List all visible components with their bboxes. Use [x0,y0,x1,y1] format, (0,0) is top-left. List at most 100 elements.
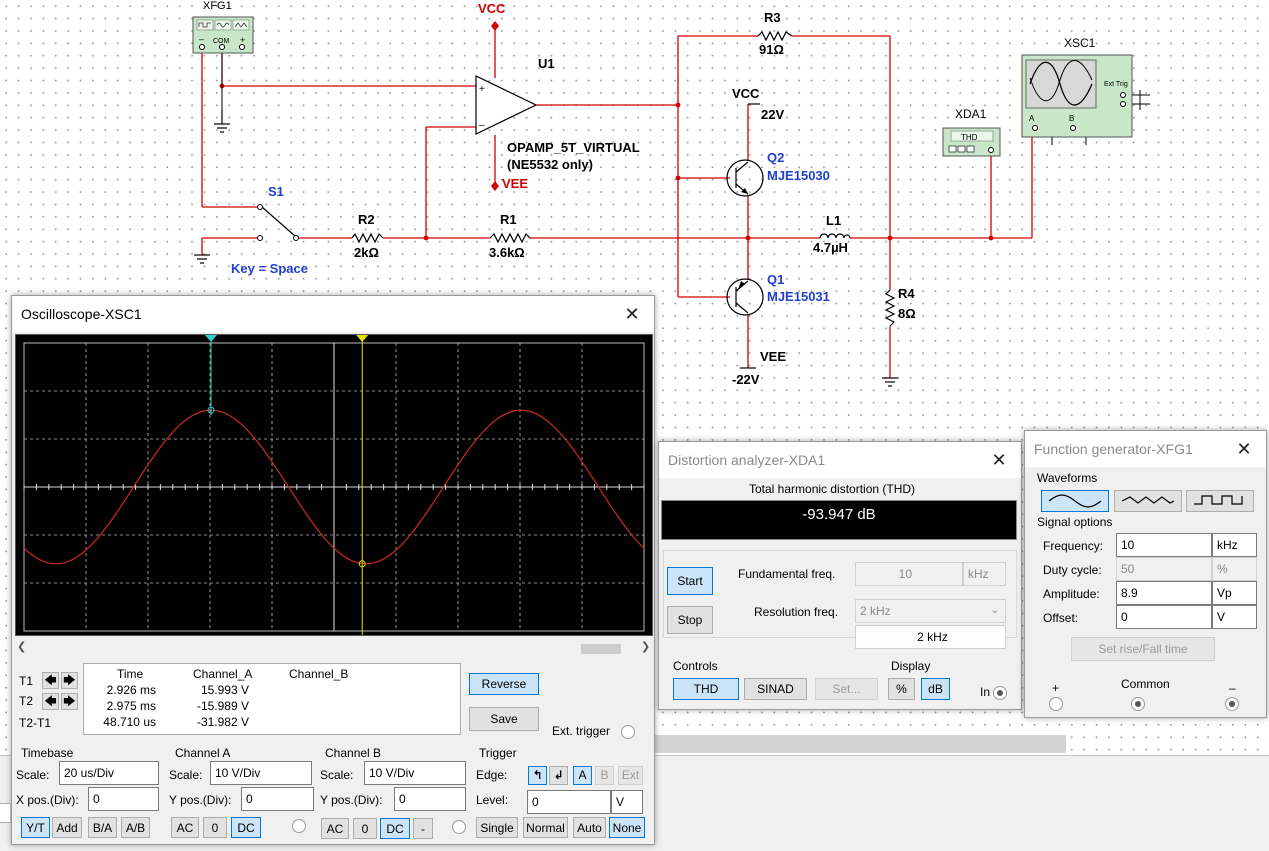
trigger-source-b-button[interactable]: B [595,766,614,785]
trigger-none-button[interactable]: None [609,817,645,838]
save-button[interactable]: Save [469,707,539,731]
u1-label: U1 [538,56,555,71]
set-button[interactable]: Set... [815,678,878,700]
t1-left-arrow-icon[interactable]: 🡄 [42,672,59,689]
resolution-freq-select[interactable]: 2 kHz ⌄ [855,599,1006,623]
scroll-thumb[interactable] [581,644,621,654]
thd-button[interactable]: THD [673,678,739,700]
fundamental-freq-input[interactable]: 10 [855,562,963,586]
frequency-input[interactable]: 10 [1116,533,1212,557]
ba-button[interactable]: B/A [88,817,117,838]
stop-button[interactable]: Stop [667,606,713,634]
add-button[interactable]: Add [52,817,82,838]
timebase-title: Timebase [21,746,74,760]
close-icon[interactable]: ✕ [1236,439,1252,459]
amplitude-unit[interactable]: Vp [1212,581,1257,605]
trigger-auto-button[interactable]: Auto [573,817,606,838]
ab-button[interactable]: A/B [121,817,150,838]
t1-channel-a: 15.993 V [200,683,249,697]
close-icon[interactable]: ✕ [624,304,640,324]
trigger-normal-button[interactable]: Normal [523,817,568,838]
duty-cycle-unit[interactable]: % [1212,557,1257,581]
channel-b-terminal[interactable] [452,820,466,834]
scroll-right-icon[interactable]: ❯ [641,641,651,653]
channel-a-dc-button[interactable]: DC [231,817,261,838]
channel-b-ac-button[interactable]: AC [321,818,349,839]
channel-b-minus-button[interactable]: - [413,818,433,839]
trigger-source-a-button[interactable]: A [573,766,592,785]
amplitude-input[interactable]: 8.9 [1116,581,1212,605]
distortion-analyzer-window[interactable]: Distortion analyzer-XDA1 ✕ Total harmoni… [658,441,1022,710]
xpos-input[interactable]: 0 [88,787,159,811]
trigger-level-input[interactable]: 0 [527,790,611,814]
trigger-level-unit[interactable]: V [611,790,643,814]
channel-a-zero-button[interactable]: 0 [203,817,227,838]
resolution-freq-value: 2 kHz [855,625,1006,649]
r2-label: R2 [358,212,375,227]
t2-left-arrow-icon[interactable]: 🡄 [42,693,59,710]
falling-edge-icon[interactable]: ↲ [549,766,568,785]
channel-b-zero-button[interactable]: 0 [353,818,377,839]
start-button[interactable]: Start [667,567,713,595]
canvas-hscrollbar[interactable] [650,735,1066,753]
ext-trigger-terminal[interactable] [621,725,635,739]
sine-wave-icon[interactable] [1041,490,1109,512]
display-percent-button[interactable]: % [888,678,915,700]
resolution-freq-selected: 2 kHz [860,604,891,618]
function-generator-window[interactable]: Function generator-XFG1 ✕ Waveforms Sign… [1024,430,1267,718]
xsc1-label: XSC1 [1064,36,1096,50]
q2-label: Q2 [767,150,784,165]
signal-options-title: Signal options [1037,515,1113,529]
offset-input[interactable]: 0 [1116,605,1212,629]
channel-a-ypos-label: Y pos.(Div): [169,793,232,807]
timebase-scale-input[interactable]: 20 us/Div [59,761,159,785]
t1-right-arrow-icon[interactable]: 🡆 [61,672,78,689]
frequency-unit[interactable]: kHz [1212,533,1257,557]
channel-a-ypos-input[interactable]: 0 [241,787,314,811]
q2-model-label: MJE15030 [767,168,830,183]
vcc-q2-label: VCC [732,86,760,101]
channel-a-title: Channel A [175,746,231,760]
in-terminal[interactable] [993,686,1007,700]
cursor-t1-point [207,406,215,414]
channel-a-ac-button[interactable]: AC [171,817,199,838]
waveforms-title: Waveforms [1037,471,1098,485]
yt-button[interactable]: Y/T [21,817,50,838]
oscilloscope-screen[interactable] [15,334,653,636]
trigger-source-ext-button[interactable]: Ext [618,766,643,785]
channel-a-scale-input[interactable]: 10 V/Div [210,761,312,785]
oscilloscope-titlebar[interactable]: Oscilloscope-XSC1 ✕ [12,296,654,332]
sinad-button[interactable]: SINAD [744,678,807,700]
distortion-analyzer-titlebar[interactable]: Distortion analyzer-XDA1 ✕ [659,442,1021,478]
oscilloscope-window[interactable]: Oscilloscope-XSC1 ✕ ❮ ❯ T1 T2 T2-T1 🡄 🡆 … [11,295,655,845]
minus-terminal[interactable] [1225,697,1239,711]
plus-terminal[interactable] [1049,697,1063,711]
bottom-tab-stub[interactable] [0,803,11,823]
channel-a-terminal[interactable] [292,819,306,833]
channel-b-scale-input[interactable]: 10 V/Div [364,761,466,785]
controls-title: Controls [673,659,718,673]
scope-scrollbar[interactable]: ❮ ❯ [15,641,651,656]
opamp-note-label: (NE5532 only) [507,157,593,172]
close-icon[interactable]: ✕ [991,450,1007,470]
t2-t1-time: 48.710 us [103,715,156,729]
trigger-single-button[interactable]: Single [476,817,518,838]
display-db-button[interactable]: dB [921,678,950,700]
scroll-left-icon[interactable]: ❮ [17,641,27,653]
frequency-label: Frequency: [1043,539,1104,553]
common-terminal[interactable] [1131,697,1145,711]
channel-b-dc-button[interactable]: DC [380,818,410,839]
channel-b-ypos-input[interactable]: 0 [394,787,466,811]
rise-fall-time-button[interactable]: Set rise/Fall time [1071,637,1215,661]
t2-right-arrow-icon[interactable]: 🡆 [61,693,78,710]
fundamental-freq-unit[interactable]: kHz [963,562,1006,586]
triangle-wave-icon[interactable] [1114,490,1182,512]
rising-edge-icon[interactable]: ↰ [528,766,547,785]
offset-unit[interactable]: V [1212,605,1257,629]
duty-cycle-input[interactable]: 50 [1116,557,1212,581]
function-generator-titlebar[interactable]: Function generator-XFG1 ✕ [1025,431,1266,467]
square-wave-icon[interactable] [1186,490,1254,512]
reverse-button[interactable]: Reverse [469,673,539,695]
channel-a-trace [23,409,645,565]
